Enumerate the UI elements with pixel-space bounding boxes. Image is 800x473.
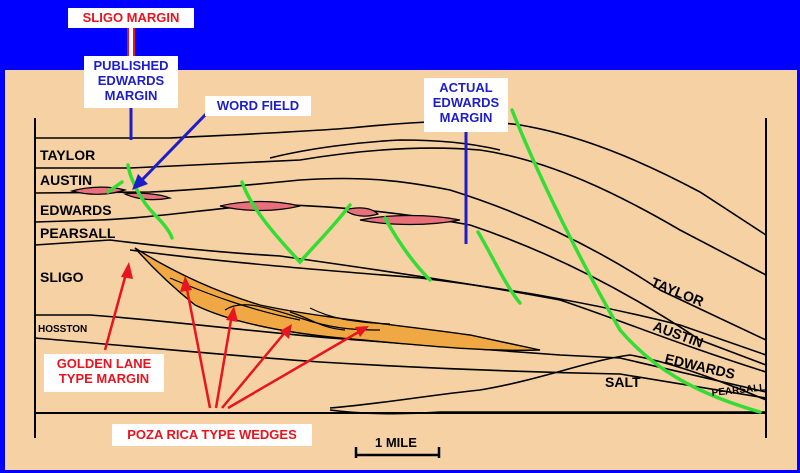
horizon-taylor-austin <box>35 147 767 276</box>
horizon-lower <box>34 337 767 399</box>
word-field-arrow-head <box>132 174 148 190</box>
actual-line-3: MARGIN <box>439 110 493 125</box>
label-taylor-left: TAYLOR <box>40 147 95 163</box>
label-edwards-left: EDWARDS <box>40 202 112 218</box>
golden-lane-arrow-head <box>121 262 133 279</box>
label-hosston-left: HOSSTON <box>38 324 87 335</box>
callout-word-field: WORD FIELD <box>205 96 311 116</box>
published-line-3: MARGIN <box>104 88 158 103</box>
taylor-inner-horizon <box>269 139 501 159</box>
callout-leaders <box>103 27 468 410</box>
horizon-hosston <box>35 314 767 393</box>
published-line-1: PUBLISHED <box>93 58 169 73</box>
fault-5 <box>476 230 522 305</box>
horizon-sligo-top-detail <box>129 249 767 356</box>
wedge-arrow-line-1 <box>184 283 212 409</box>
section-panel <box>5 70 797 470</box>
reef-lens-4 <box>343 207 380 217</box>
wedge-arrow-head-3 <box>280 324 292 339</box>
word-field-arrow-line <box>138 110 210 184</box>
red-arrow-heads <box>121 262 369 339</box>
callout-word-field-text: WORD FIELD <box>216 98 300 113</box>
wedge-arrow-line-2 <box>214 313 234 409</box>
horizon-austin-edwards <box>34 177 767 341</box>
sligo-margin-stem-white <box>129 27 133 57</box>
callout-actual-edwards-margin: ACTUAL EDWARDS MARGIN <box>424 78 508 132</box>
label-pearsall-left: PEARSALL <box>40 225 116 241</box>
fault-1 <box>126 163 174 240</box>
callout-sligo-margin: SLIGO MARGIN <box>68 8 194 28</box>
fault-3 <box>240 180 352 265</box>
callout-golden-lane-type-margin: GOLDEN LANE TYPE MARGIN <box>44 354 164 392</box>
callout-poza-rica-type-wedges: POZA RICA TYPE WEDGES <box>112 424 312 446</box>
scale-bar-label: 1 MILE <box>375 435 417 450</box>
wedge-arrow-line-4 <box>227 328 363 410</box>
label-austin-left: AUSTIN <box>40 172 92 188</box>
golden-lane-line-2: TYPE MARGIN <box>58 371 150 386</box>
fault-6 <box>510 108 762 414</box>
fault-4 <box>383 216 432 282</box>
callout-sligo-margin-text: SLIGO MARGIN <box>82 10 180 25</box>
red-arrow-lines <box>103 269 363 410</box>
section-frame <box>34 118 767 438</box>
callout-poza-rica-text: POZA RICA TYPE WEDGES <box>127 427 297 442</box>
label-sligo-left: SLIGO <box>40 269 84 285</box>
horizon-edwards-pearsall <box>34 204 767 366</box>
scale-bar: 1 MILE <box>354 435 441 458</box>
wedge-arrow-head-1 <box>180 276 192 292</box>
wedge-line-4 <box>309 307 391 325</box>
wedge-arrow-head-4 <box>355 326 369 337</box>
callout-published-edwards-margin: PUBLISHED EDWARDS MARGIN <box>84 56 178 108</box>
poza-rica-wedge <box>134 247 541 352</box>
wedge-arrow-line-3 <box>221 329 288 409</box>
fault-lines <box>106 108 762 414</box>
golden-lane-line-1: GOLDEN LANE <box>56 356 152 371</box>
published-line-2: EDWARDS <box>97 73 165 88</box>
golden-lane-arrow-line <box>103 269 129 351</box>
horizon-salt-top <box>329 354 767 409</box>
wedge-arrow-head-2 <box>226 306 238 322</box>
actual-line-2: EDWARDS <box>432 95 500 110</box>
wedge-line-3 <box>289 311 346 331</box>
reef-lens-3 <box>219 200 301 212</box>
fault-2 <box>106 180 124 194</box>
actual-line-1: ACTUAL <box>439 80 493 95</box>
label-salt: SALT <box>605 374 641 390</box>
